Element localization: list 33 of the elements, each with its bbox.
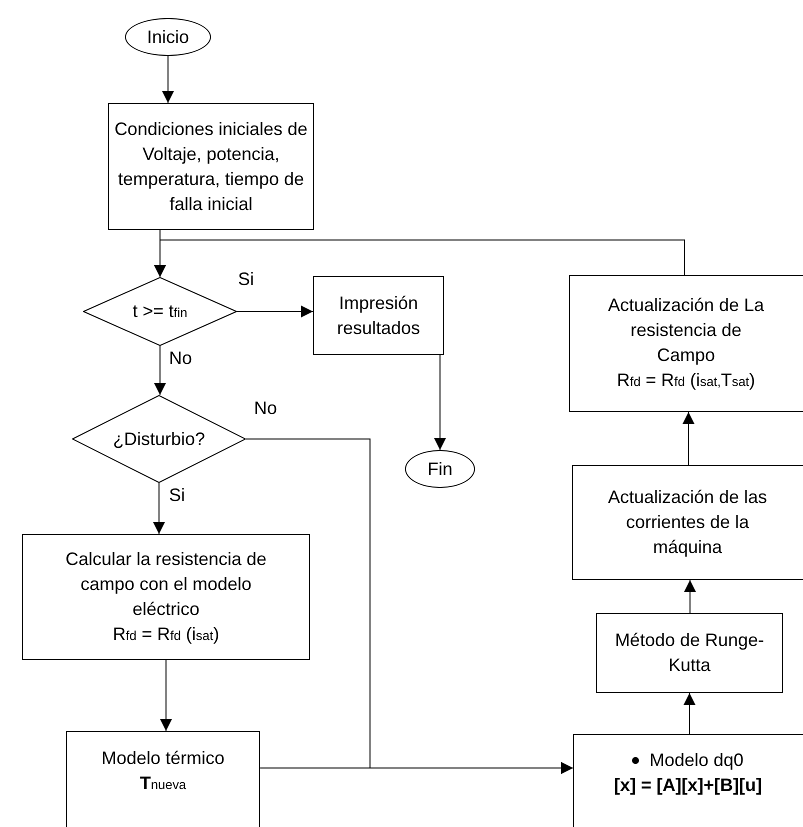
node-text: Condiciones iniciales de Voltaje, potencia, temperatura, tiempo de falla inicial bbox=[113, 118, 309, 216]
node-text: Impresión resultados bbox=[336, 292, 422, 340]
node-text: Modelo térmico bbox=[101, 746, 225, 770]
node-text: Inicio bbox=[146, 26, 190, 48]
node-text: Actualización de La resistencia de Campo bbox=[606, 294, 766, 367]
node-text: Fin bbox=[427, 458, 452, 480]
process-box bbox=[573, 734, 803, 827]
arrow bbox=[154, 240, 685, 278]
node-text: Método de Runge-Kutta bbox=[614, 629, 766, 677]
arrow bbox=[153, 482, 165, 534]
decision-diamond bbox=[72, 395, 246, 483]
arrow bbox=[160, 660, 172, 732]
node-text: Calcular la resistencia de campo con el modelo eléctrico bbox=[64, 548, 268, 620]
process-box bbox=[313, 276, 444, 355]
node-text: ¿Disturbio? bbox=[112, 428, 206, 450]
arrow bbox=[682, 412, 694, 466]
process-box bbox=[596, 613, 783, 693]
node-text: Modelo dq0 bbox=[649, 748, 744, 772]
arrow bbox=[260, 762, 574, 774]
arrow bbox=[684, 580, 696, 614]
arrow bbox=[434, 354, 446, 450]
node-text: Actualización de las corrientes de la máquina bbox=[606, 486, 768, 559]
process-box bbox=[66, 731, 260, 827]
process-box bbox=[572, 465, 803, 580]
arrow bbox=[236, 306, 314, 318]
arrow bbox=[154, 346, 166, 396]
decision-diamond bbox=[83, 277, 237, 346]
arrow bbox=[684, 692, 696, 734]
arrow bbox=[162, 56, 174, 104]
process-box bbox=[22, 534, 310, 660]
process-box bbox=[108, 103, 314, 230]
node-text: [x] = [A][x]+[B][u] bbox=[614, 774, 762, 797]
process-box bbox=[569, 275, 803, 412]
